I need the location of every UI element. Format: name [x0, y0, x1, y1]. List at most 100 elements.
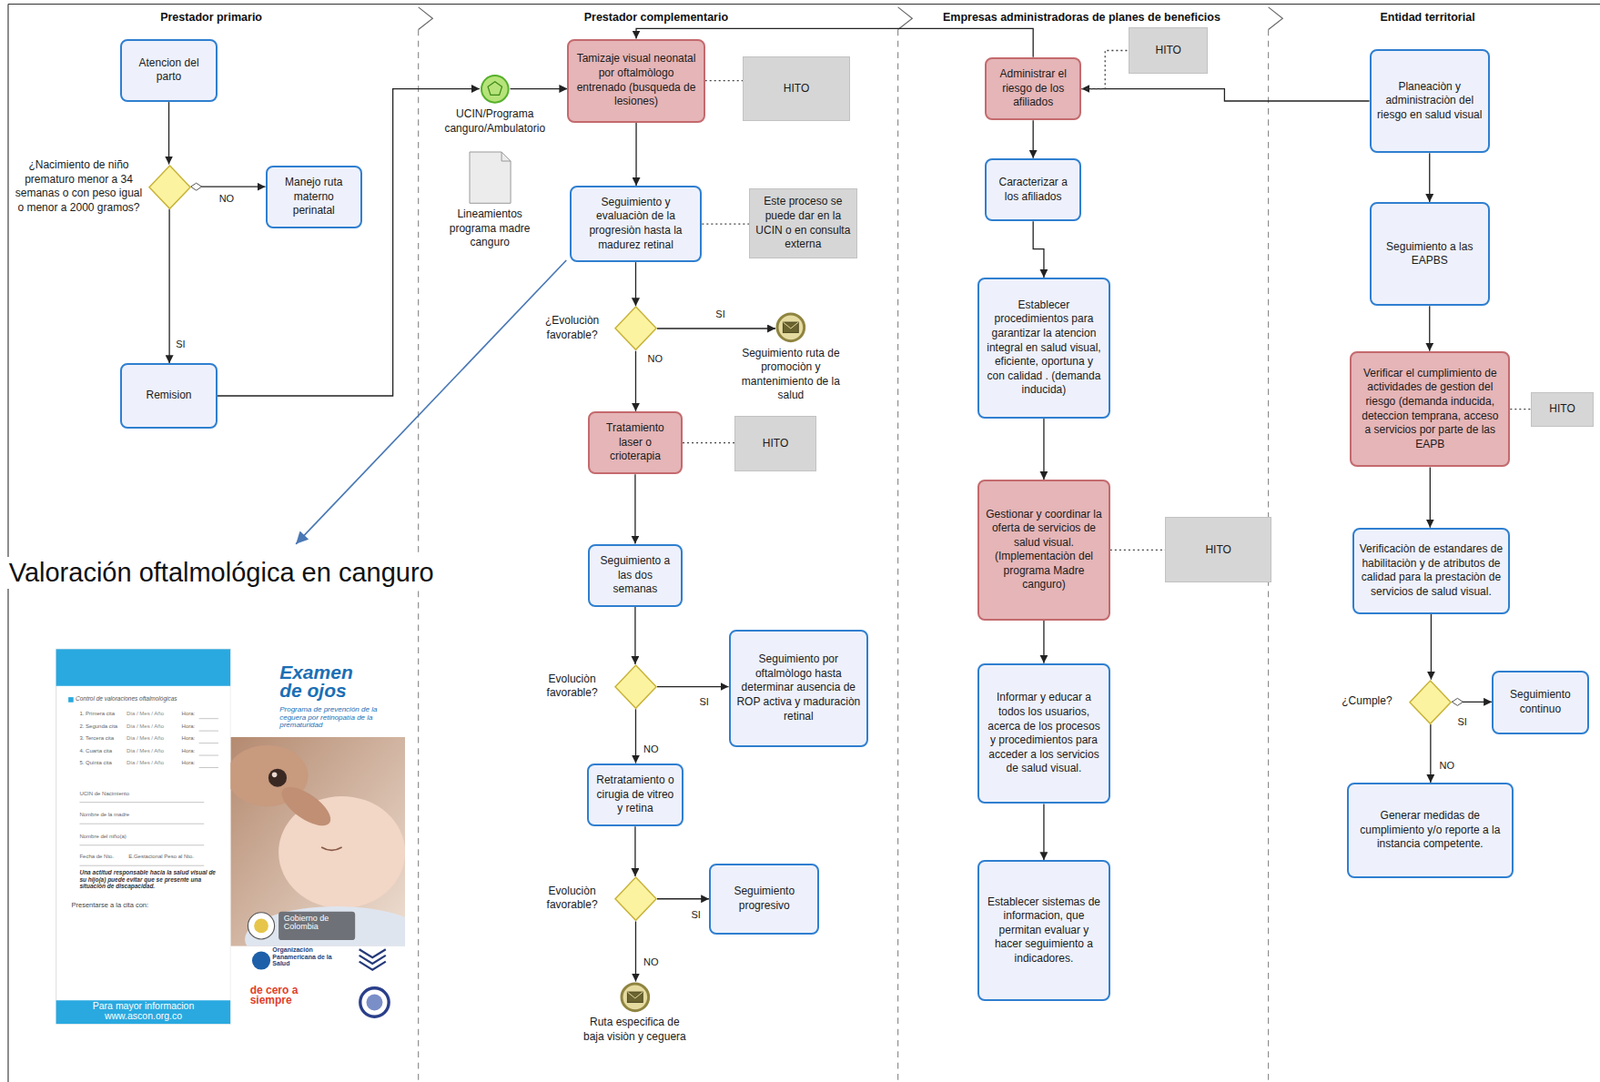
start-event: UCIN/Programa canguro/Ambulatorio — [479, 73, 511, 105]
flow-arrow — [635, 122, 637, 187]
process-box: Establecer sistemas de informacion, que … — [977, 860, 1111, 1002]
brochure-band — [56, 1000, 232, 1024]
flow-arrow — [1429, 466, 1431, 527]
node-text: Seguimiento progresivo — [716, 884, 812, 913]
process-box: Seguimiento a las dos semanas — [587, 544, 683, 608]
process-box: Seguimiento por oftalmòlogo hasta determ… — [729, 629, 870, 748]
flow-arrow — [635, 262, 637, 306]
node-text: Seguimiento a las dos semanas — [595, 554, 676, 598]
government-box — [278, 911, 355, 941]
flow-arrow — [1429, 724, 1431, 783]
brochure-text: Día / Mes / Año — [126, 748, 180, 755]
flow-arrow — [1043, 418, 1044, 480]
brochure-text: Hora: — [182, 735, 201, 742]
flow-arrow — [1032, 221, 1044, 278]
finger — [275, 779, 337, 833]
edge-label: SI — [688, 908, 702, 921]
node-text: Establecer sistemas de informacion, que … — [984, 895, 1104, 967]
form-line — [79, 844, 204, 846]
diamond-shape — [615, 877, 657, 921]
brochure-title: Examen de ojos — [279, 663, 364, 700]
form-line — [199, 755, 219, 757]
association-line — [1509, 408, 1530, 410]
flow-arrow — [191, 186, 266, 188]
seal-logo — [360, 988, 389, 1017]
process-box: Remision — [120, 363, 218, 429]
frame-line — [8, 3, 1600, 5]
seal-logo — [366, 994, 384, 1012]
document-page — [469, 151, 511, 203]
brochure-illustration — [56, 648, 429, 1024]
brochure-text: Hora: — [182, 723, 201, 730]
flow-arrow — [657, 686, 730, 688]
lane-header: Entidad territorial — [1274, 10, 1580, 25]
decision-diamond-outline — [614, 876, 658, 922]
node-text: Seguimiento ruta de promociòn y mantenim… — [734, 346, 847, 404]
process-box: Retratamiento o cirugia de vitreo y reti… — [587, 763, 685, 828]
brochure-panel — [230, 648, 406, 1024]
pentagon-symbol — [487, 81, 503, 95]
process-box: Caracterizar a los afiliados — [984, 158, 1083, 223]
process-box: Seguimiento continuo — [1491, 670, 1590, 736]
lens — [268, 769, 287, 788]
form-line — [199, 730, 219, 732]
node-text: HITO — [783, 81, 810, 97]
bullet — [68, 697, 74, 703]
brochure-text: Día / Mes / Año — [126, 759, 180, 767]
edge-label: NO — [1437, 759, 1458, 771]
section-caption: Valoración oftalmológica en canguro — [6, 556, 437, 589]
node-text: HITO — [1205, 543, 1231, 558]
note-box: Este proceso se puede dar en la UCIN o e… — [749, 188, 858, 258]
association-line — [1081, 50, 1129, 89]
brochure-band — [56, 648, 232, 686]
node-text: HITO — [1155, 43, 1182, 59]
node-text: HITO — [762, 436, 789, 452]
diamond-shape — [1409, 680, 1451, 724]
process-box: Seguimiento a las EAPBS — [1369, 202, 1490, 306]
decision-diamond-outline — [1408, 679, 1452, 725]
node-text: Lineamientos programa madre canguro — [438, 207, 541, 251]
association-line — [705, 80, 744, 82]
flow-arrow — [1032, 120, 1034, 159]
brochure-text: 1. Primera cita — [79, 710, 127, 718]
node-text: Seguimiento a las EAPBS — [1377, 240, 1483, 269]
flow-arrow — [510, 88, 568, 90]
flow-arrow — [1451, 701, 1492, 703]
brochure-text: Nombre del niño(a) — [79, 833, 203, 841]
edge-label: NO — [217, 192, 237, 204]
decision-diamond: Evoluciòn favorable? — [614, 876, 658, 922]
node-text: ¿Evoluciòn favorable? — [535, 313, 609, 343]
form-lines — [79, 718, 218, 867]
node-text: UCIN/Programa canguro/Ambulatorio — [435, 107, 554, 136]
process-box: Informar y educar a todos los usuarios, … — [977, 663, 1111, 805]
lane-header: Prestador primario — [58, 10, 365, 25]
key-process-box: Verificar el cumplimiento de actividades… — [1349, 351, 1510, 468]
brochure-text: 2. Segunda cita — [79, 723, 127, 730]
decision-diamond: Evoluciòn favorable? — [614, 664, 658, 709]
diamond-shape — [615, 665, 657, 709]
brochure-text: Hora: — [182, 759, 201, 767]
process-box: Seguimiento y evaluaciòn de la progresiò… — [569, 185, 703, 263]
envelope-symbol — [627, 992, 643, 1003]
brochure-text: Fecha de Nto. — [79, 853, 125, 861]
edge-label: SI — [1455, 715, 1469, 728]
form-line — [199, 742, 219, 744]
lens-highlight — [272, 772, 278, 779]
key-process-box: Tratamiento laser o crioterapia — [587, 411, 683, 476]
form-line — [79, 865, 204, 867]
brochure-text: Hora: — [182, 710, 201, 718]
flow-arrow — [634, 474, 636, 544]
neonatology-logo — [359, 955, 386, 964]
flow-arrow — [635, 921, 637, 982]
node-text: Generar medidas de cumplimiento y/o repo… — [1354, 809, 1507, 852]
node-text: Verificar el cumplimiento de actividades… — [1356, 366, 1503, 453]
decision-diamond-outline — [614, 305, 658, 351]
flow-arrow — [635, 708, 637, 763]
lane-header: Prestador complementario — [503, 10, 810, 25]
baby-eye — [321, 847, 342, 851]
document-fold — [501, 151, 511, 162]
envelope-flap — [782, 322, 799, 329]
edge-label: NO — [641, 956, 661, 969]
brochure-subtitle: Programa de prevención de la ceguera por… — [279, 706, 405, 730]
association-line — [682, 442, 735, 444]
